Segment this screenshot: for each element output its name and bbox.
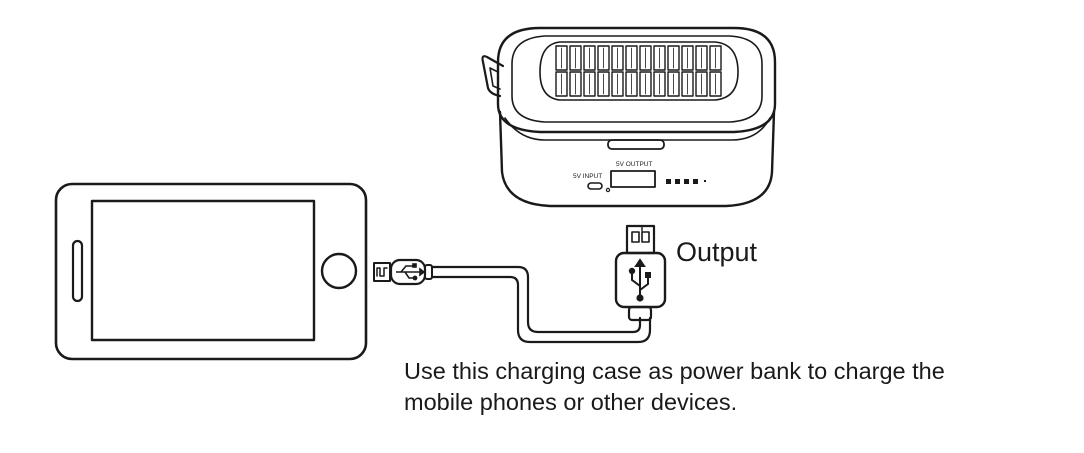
solar-cell [555, 71, 568, 97]
solar-cell [583, 71, 596, 97]
solar-cell [667, 71, 680, 97]
solar-cell [569, 71, 582, 97]
smartphone [54, 182, 368, 361]
solar-cell [653, 71, 666, 97]
case-body [498, 110, 776, 208]
solar-cell [653, 45, 666, 71]
phone-body [54, 182, 368, 361]
case-led-indicators [666, 179, 706, 184]
solar-cell [639, 71, 652, 97]
solar-panel-cells [555, 45, 722, 97]
case-input-port [587, 182, 603, 190]
output-label: Output [676, 237, 758, 267]
phone-speaker [71, 239, 84, 303]
solar-cell [681, 45, 694, 71]
solar-cell [597, 71, 610, 97]
solar-cell [597, 45, 610, 71]
phone-home-button [320, 252, 358, 290]
solar-cell [569, 45, 582, 71]
input-port-label: 5V INPUT [573, 173, 602, 180]
solar-cell [583, 45, 596, 71]
phone-screen [90, 199, 316, 342]
solar-cell [611, 71, 624, 97]
usb-symbol-icon [396, 263, 426, 281]
solar-cell [709, 45, 722, 71]
solar-cell [681, 71, 694, 97]
solar-cell [709, 71, 722, 97]
caption-line-2: mobile phones or other devices. [404, 389, 738, 415]
case-output-port [610, 170, 656, 188]
charging-case [481, 26, 777, 208]
solar-cell [639, 45, 652, 71]
usb-a-plug-tip [625, 224, 656, 255]
case-strap [481, 55, 505, 98]
usb-cable [373, 224, 667, 344]
caption: Use this charging case as power bank to … [404, 356, 1064, 418]
case-lid [496, 26, 777, 134]
solar-cell [695, 71, 708, 97]
solar-cell [555, 45, 568, 71]
caption-line-1: Use this charging case as power bank to … [404, 358, 945, 384]
output-port-label: 5V OUTPUT [616, 161, 653, 168]
solar-cell [667, 45, 680, 71]
solar-cell [695, 45, 708, 71]
solar-cell [611, 45, 624, 71]
usb-symbol-icon [628, 258, 651, 302]
solar-cell [625, 71, 638, 97]
solar-cell [625, 45, 638, 71]
